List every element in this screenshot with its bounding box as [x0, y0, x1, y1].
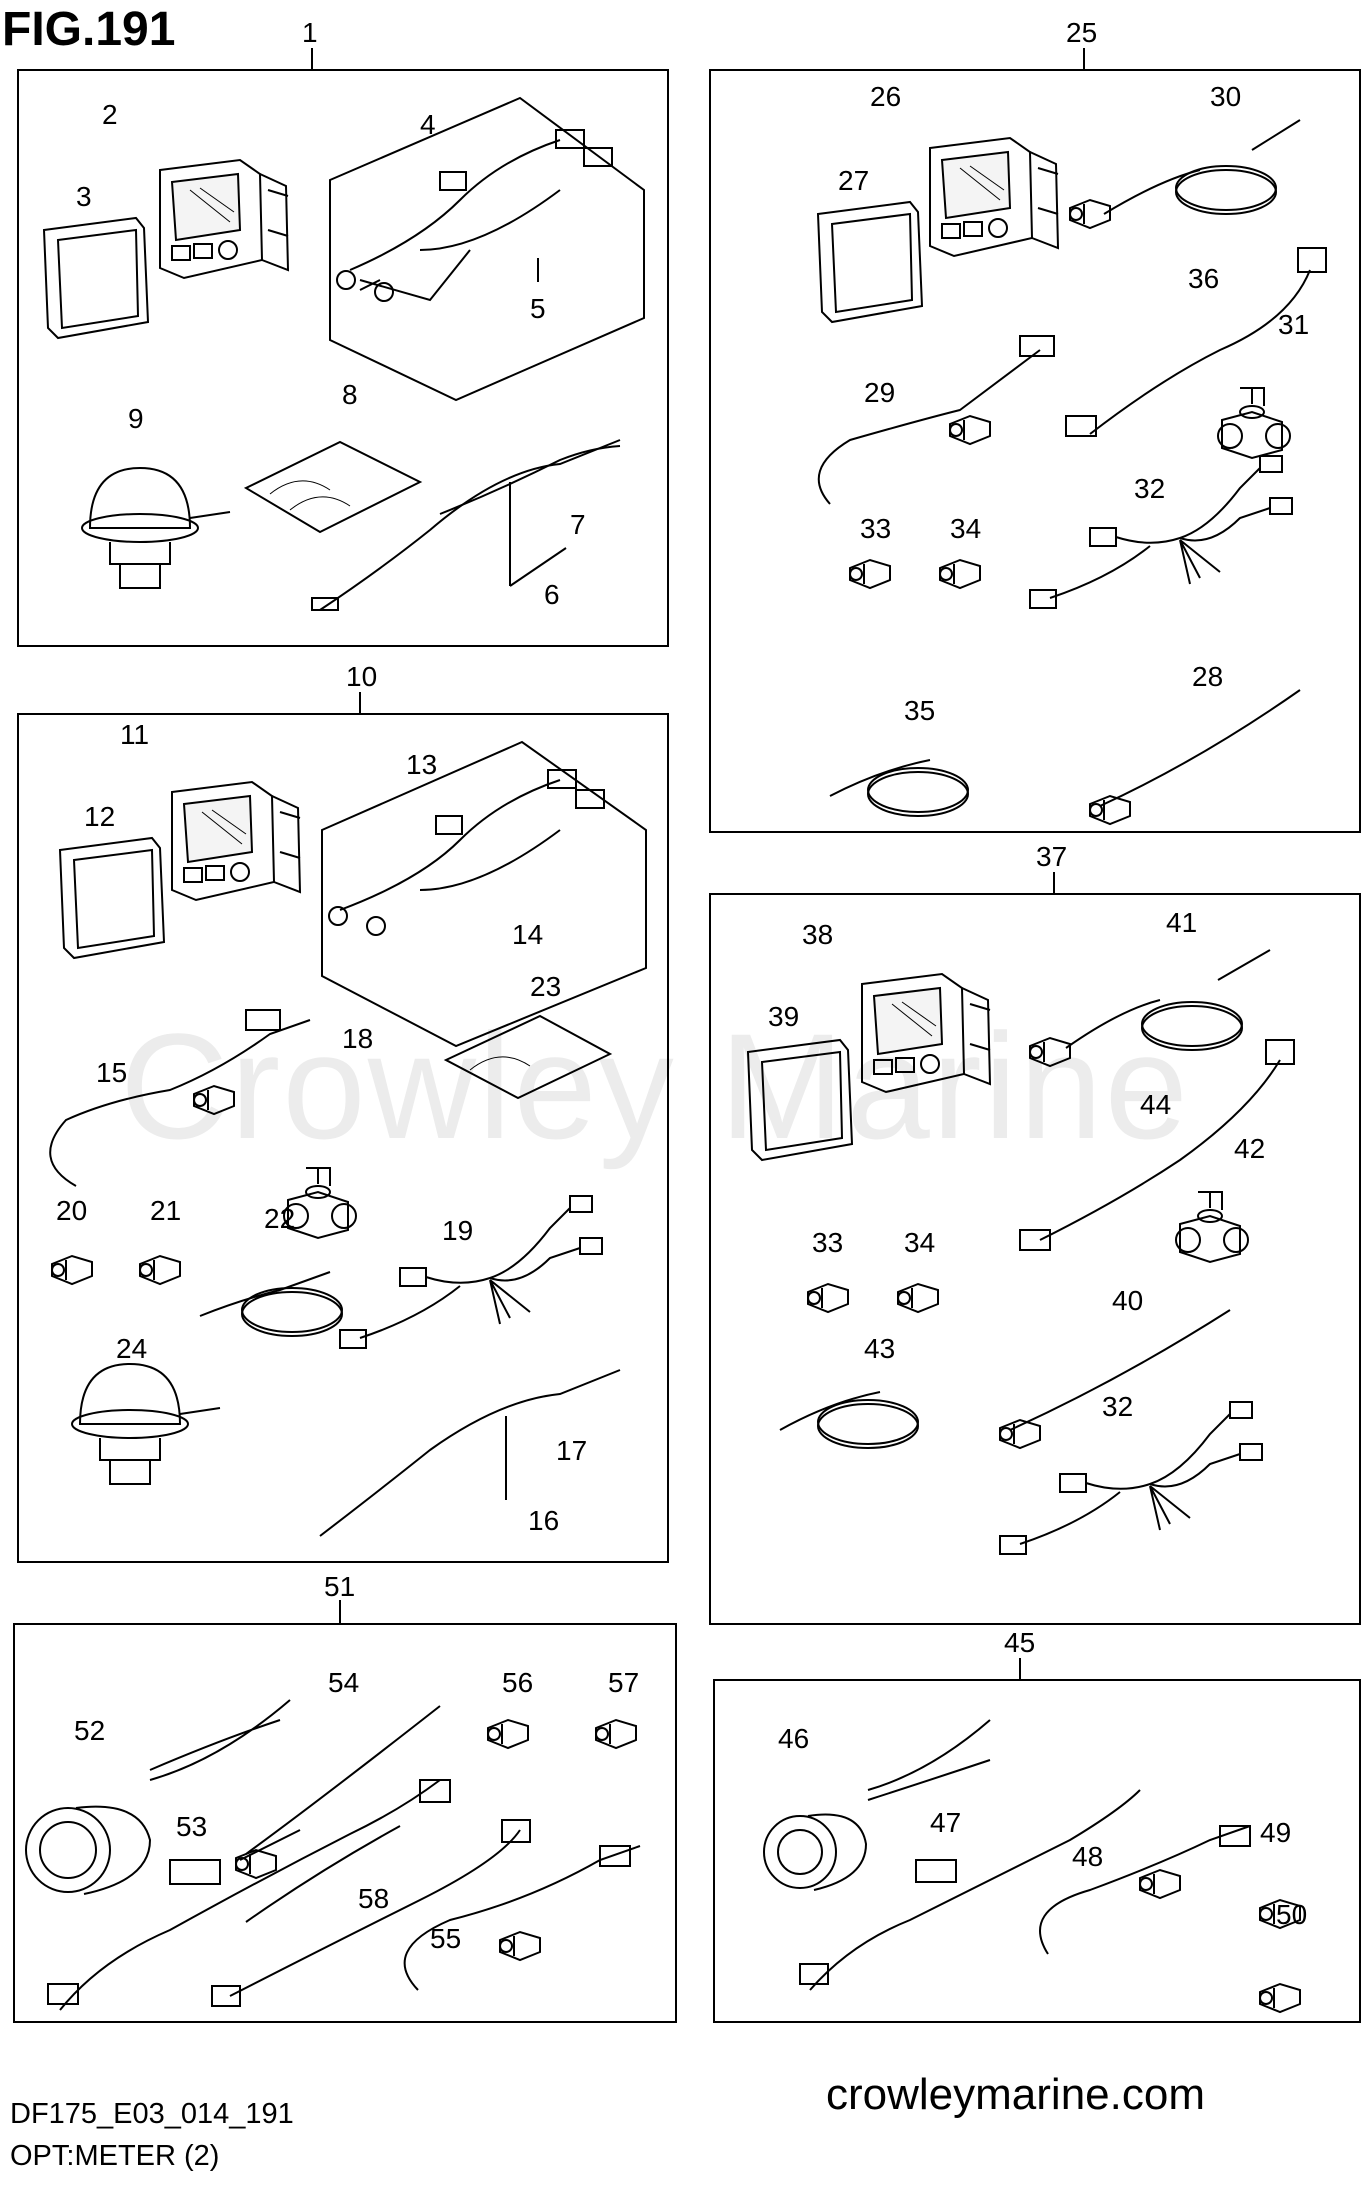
watermark: Crowley Marine	[120, 1002, 1190, 1170]
callout-49: 49	[1260, 1817, 1291, 1848]
callout-58: 58	[358, 1883, 389, 1914]
callout-22: 22	[264, 1203, 295, 1234]
callout-25: 25	[1066, 17, 1097, 48]
callout-38: 38	[802, 919, 833, 950]
callout-33: 33	[812, 1227, 843, 1258]
callout-46: 46	[778, 1723, 809, 1754]
callout-9: 9	[128, 403, 144, 434]
group-box-1	[17, 69, 669, 647]
callout-4: 4	[420, 109, 436, 140]
callout-1: 1	[302, 17, 318, 48]
callout-50: 50	[1276, 1899, 1307, 1930]
callout-6: 6	[544, 579, 560, 610]
callout-17: 17	[556, 1435, 587, 1466]
callout-28: 28	[1192, 661, 1223, 692]
callout-41: 41	[1166, 907, 1197, 938]
callout-40: 40	[1112, 1285, 1143, 1316]
callout-15: 15	[96, 1057, 127, 1088]
group-box-45	[713, 1679, 1361, 2023]
callout-24: 24	[116, 1333, 147, 1364]
callout-53: 53	[176, 1811, 207, 1842]
callout-13: 13	[406, 749, 437, 780]
callout-10: 10	[346, 661, 377, 692]
callout-36: 36	[1188, 263, 1219, 294]
callout-47: 47	[930, 1807, 961, 1838]
group-box-10	[17, 713, 669, 1563]
callout-21: 21	[150, 1195, 181, 1226]
callout-30: 30	[1210, 81, 1241, 112]
callout-18: 18	[342, 1023, 373, 1054]
callout-23: 23	[530, 971, 561, 1002]
callout-34: 34	[904, 1227, 935, 1258]
callout-43: 43	[864, 1333, 895, 1364]
callout-37: 37	[1036, 841, 1067, 872]
callout-3: 3	[76, 181, 92, 212]
callout-12: 12	[84, 801, 115, 832]
callout-29: 29	[864, 377, 895, 408]
callout-14: 14	[512, 919, 543, 950]
callout-57: 57	[608, 1667, 639, 1698]
callout-5: 5	[530, 293, 546, 324]
callout-44: 44	[1140, 1089, 1171, 1120]
callout-54: 54	[328, 1667, 359, 1698]
callout-8: 8	[342, 379, 358, 410]
callout-2: 2	[102, 99, 118, 130]
callout-45: 45	[1004, 1627, 1035, 1658]
callout-26: 26	[870, 81, 901, 112]
figure-title: FIG.191	[2, 3, 176, 56]
callout-52: 52	[74, 1715, 105, 1746]
footer-code: DF175_E03_014_191	[10, 2098, 294, 2130]
callout-55: 55	[430, 1923, 461, 1954]
callout-33: 33	[860, 513, 891, 544]
callout-34: 34	[950, 513, 981, 544]
callout-27: 27	[838, 165, 869, 196]
group-box-25	[709, 69, 1361, 833]
site-url[interactable]: crowleymarine.com	[826, 2070, 1205, 2119]
callout-51: 51	[324, 1571, 355, 1602]
callout-11: 11	[120, 719, 149, 750]
group-box-37	[709, 893, 1361, 1625]
group-box-51	[13, 1623, 677, 2023]
callout-20: 20	[56, 1195, 87, 1226]
callout-19: 19	[442, 1215, 473, 1246]
callout-16: 16	[528, 1505, 559, 1536]
callout-32: 32	[1102, 1391, 1133, 1422]
footer-subtitle: OPT:METER (2)	[10, 2140, 220, 2172]
callout-35: 35	[904, 695, 935, 726]
callout-32: 32	[1134, 473, 1165, 504]
callout-48: 48	[1072, 1841, 1103, 1872]
callout-7: 7	[570, 509, 586, 540]
callout-42: 42	[1234, 1133, 1265, 1164]
callout-31: 31	[1278, 309, 1309, 340]
callout-56: 56	[502, 1667, 533, 1698]
callout-39: 39	[768, 1001, 799, 1032]
